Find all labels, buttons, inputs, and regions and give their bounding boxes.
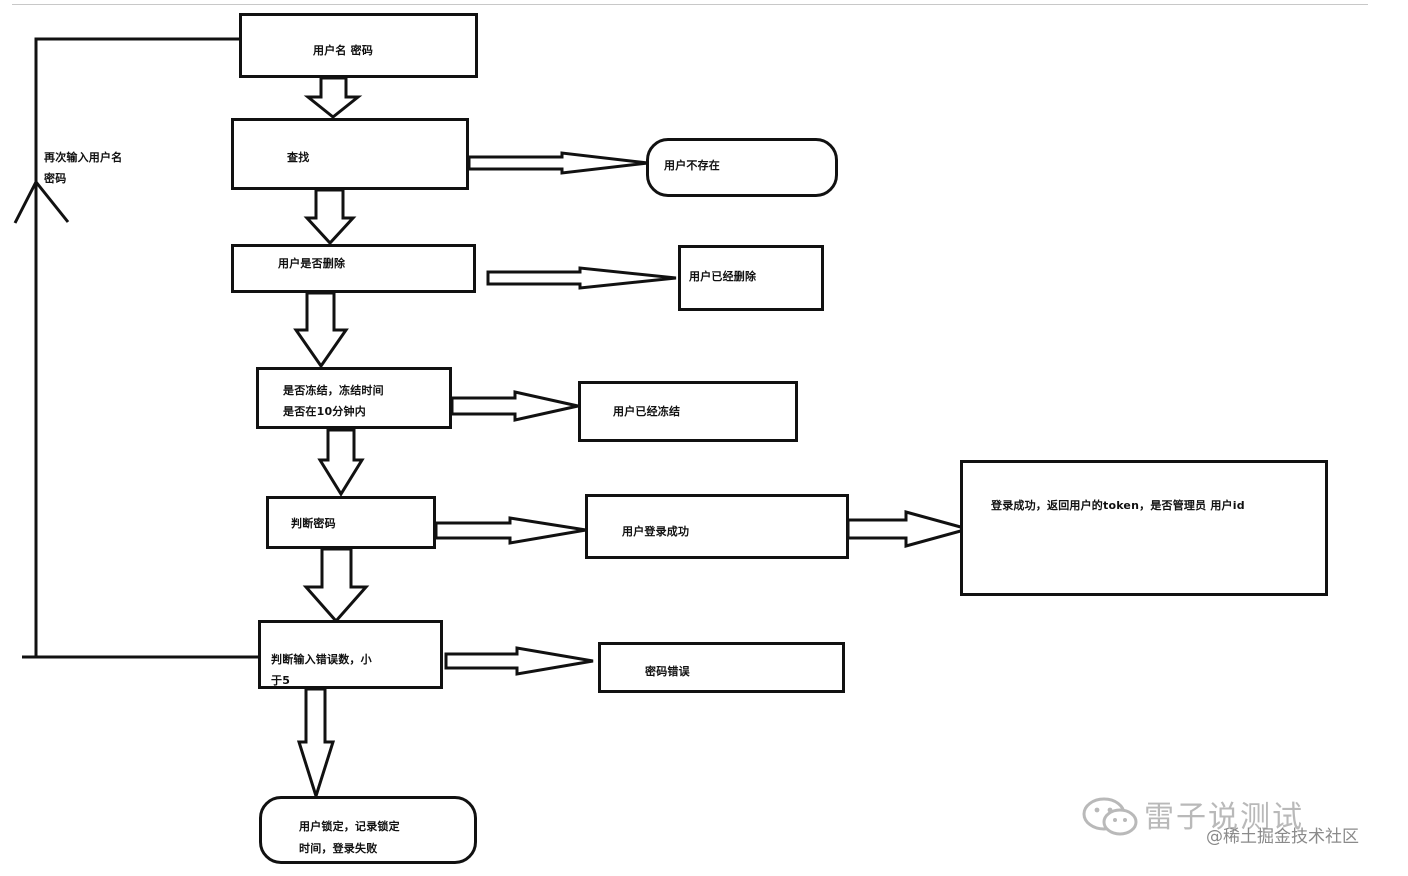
node-input-label: 用户名 密码 bbox=[313, 44, 374, 57]
node-frozen-label: 用户已经冻结 bbox=[613, 405, 681, 418]
arrow-error-count-to-password-error bbox=[444, 646, 594, 676]
node-password-error-label: 密码错误 bbox=[645, 665, 690, 678]
node-is-frozen-label-2: 是否在10分钟内 bbox=[283, 405, 366, 418]
arrow-search-to-not-exist bbox=[467, 151, 649, 175]
node-login-result bbox=[960, 460, 1328, 596]
node-check-password-label: 判断密码 bbox=[291, 517, 336, 530]
arrow-deleted-check-to-deleted bbox=[486, 266, 677, 290]
wechat-icon bbox=[1082, 797, 1138, 836]
node-input bbox=[239, 13, 478, 78]
node-deleted bbox=[678, 245, 824, 311]
arrow-password-to-success bbox=[434, 516, 587, 545]
node-error-count-label-2: 于5 bbox=[271, 674, 291, 687]
node-check-password bbox=[266, 496, 436, 549]
node-search bbox=[231, 118, 469, 190]
arrow-input-to-search bbox=[303, 76, 363, 119]
node-lock-user bbox=[259, 796, 477, 864]
node-login-success-label: 用户登录成功 bbox=[622, 525, 690, 538]
loop-label-1: 再次输入用户名 bbox=[44, 151, 123, 164]
watermark-subtitle: @稀土掘金技术社区 bbox=[1206, 827, 1359, 847]
node-error-count-label-1: 判断输入错误数，小 bbox=[271, 653, 372, 666]
arrow-deleted-check-to-frozen-check bbox=[293, 291, 349, 369]
loop-label-2: 密码 bbox=[44, 172, 67, 185]
node-frozen bbox=[578, 381, 798, 442]
loop-back-line bbox=[22, 37, 259, 659]
node-is-deleted bbox=[231, 244, 476, 293]
arrow-search-to-deleted-check bbox=[303, 188, 357, 246]
node-is-frozen bbox=[256, 367, 452, 429]
node-login-success bbox=[585, 494, 849, 559]
node-lock-user-label-1: 用户锁定，记录锁定 bbox=[299, 820, 400, 833]
node-search-label: 查找 bbox=[287, 151, 310, 164]
loop-arrowhead bbox=[13, 179, 70, 224]
node-login-result-label: 登录成功，返回用户的token，是否管理员 用户id bbox=[991, 499, 1245, 512]
arrow-frozen-check-to-frozen bbox=[450, 390, 579, 422]
watermark: 雷子说测试 @稀土掘金技术社区 bbox=[1082, 792, 1382, 852]
arrow-password-to-error-count bbox=[302, 547, 370, 624]
top-divider bbox=[12, 4, 1368, 5]
node-is-frozen-label-1: 是否冻结，冻结时间 bbox=[283, 384, 384, 397]
node-not-exist-label: 用户不存在 bbox=[664, 159, 720, 172]
arrow-error-count-to-lock bbox=[296, 687, 336, 801]
arrow-frozen-check-to-password bbox=[317, 428, 365, 497]
node-lock-user-label-2: 时间，登录失败 bbox=[299, 842, 378, 855]
node-not-exist bbox=[646, 138, 838, 197]
watermark-title: 雷子说测试 bbox=[1144, 800, 1304, 835]
node-is-deleted-label: 用户是否删除 bbox=[278, 257, 346, 270]
node-password-error bbox=[598, 642, 845, 693]
arrow-success-to-result bbox=[846, 510, 974, 548]
node-error-count bbox=[258, 620, 443, 689]
node-deleted-label: 用户已经删除 bbox=[689, 270, 757, 283]
